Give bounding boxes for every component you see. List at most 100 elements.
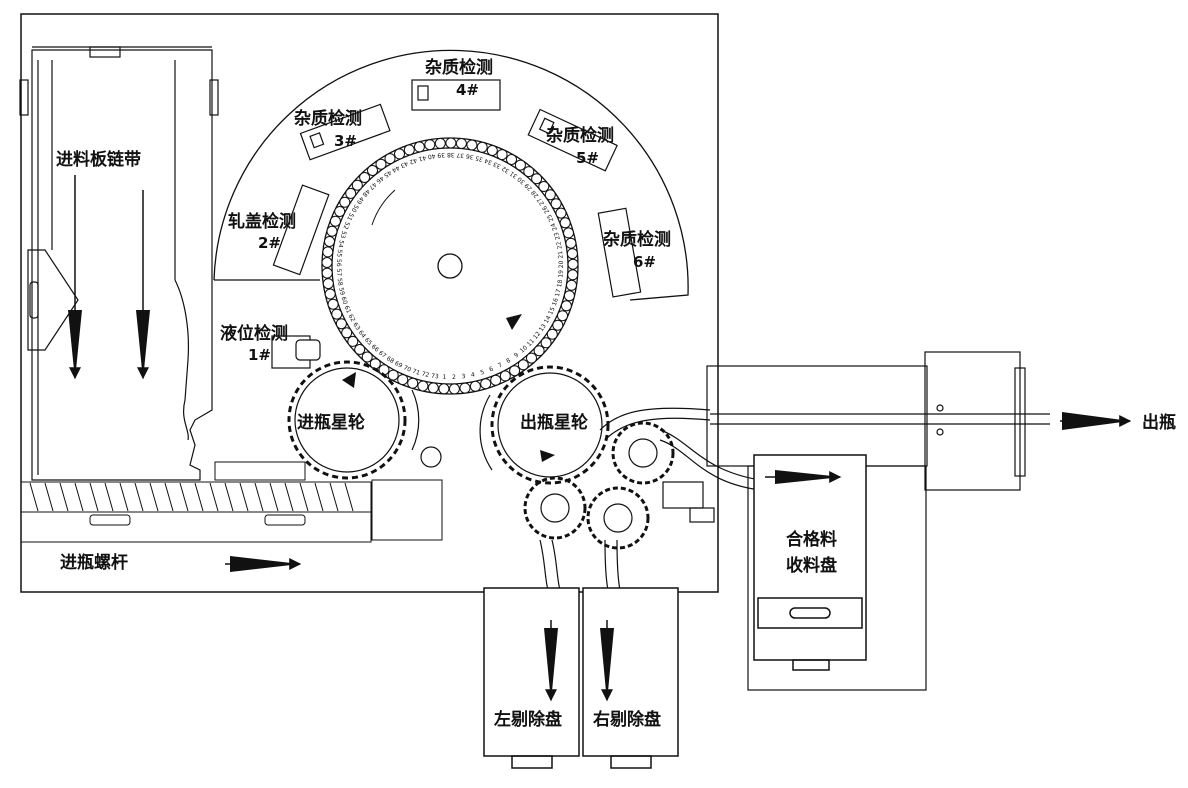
turret-pocket <box>566 248 578 260</box>
turret-pocket-number: 43 <box>399 160 409 170</box>
infeed-screw <box>20 461 443 543</box>
turret-pocket-number: 52 <box>341 221 350 231</box>
turret-pocket-number: 64 <box>357 329 367 339</box>
turret-pocket-number: 62 <box>347 313 357 323</box>
turret-pocket <box>403 144 415 156</box>
turret-pocket <box>566 279 577 291</box>
turret-pocket <box>560 300 572 312</box>
turret-pocket <box>375 158 387 170</box>
turret-pocket <box>469 380 481 392</box>
turret-pocket <box>347 335 359 347</box>
turret-pocket-number: 9 <box>513 351 520 359</box>
turret-pocket-number: 16 <box>551 297 560 307</box>
turret-pocket <box>351 179 363 191</box>
turret-pocket <box>448 383 460 395</box>
turret-pocket-number: 54 <box>336 239 344 248</box>
turret-pocket-number: 21 <box>557 250 565 258</box>
turret-pocket <box>459 382 471 394</box>
turret-pocket <box>413 141 425 153</box>
turret-pocket <box>407 377 419 389</box>
turret-pocket <box>565 237 577 249</box>
turret-pocket-number: 36 <box>465 152 474 160</box>
turret-pocket <box>538 181 550 192</box>
turret-pocket-number: 37 <box>456 151 464 159</box>
turret-pocket <box>345 187 357 199</box>
turret-pocket <box>359 172 371 183</box>
outfeed-star-label: 出瓶星轮 <box>520 412 588 433</box>
turret-pocket-number: 60 <box>340 296 349 306</box>
turret-pocket-number: 63 <box>351 321 361 331</box>
turret-pocket-number: 8 <box>505 357 512 365</box>
turret-pocket-number: 51 <box>345 212 355 222</box>
right-reject-tray <box>582 587 679 769</box>
turret-pocket-number: 72 <box>421 371 430 380</box>
station-1-number: 1# <box>248 346 271 364</box>
turret-pocket <box>354 344 366 355</box>
qualified-tray <box>753 454 867 671</box>
turret-pocket <box>476 141 488 153</box>
turret-pocket <box>552 319 564 331</box>
turret-pocket-number: 30 <box>516 175 526 185</box>
turret-pocket <box>517 359 529 371</box>
turret-pocket <box>544 189 556 201</box>
qualified-tray-label-2: 收料盘 <box>786 555 837 576</box>
turret-pocket-number: 18 <box>556 279 564 288</box>
infeed-chain-label: 进料板链带 <box>56 149 141 170</box>
transfer-star-wheels <box>523 421 715 550</box>
turret-pocket <box>331 308 343 320</box>
turret-pocket <box>466 139 478 151</box>
infeed-star-rotation-arrow <box>342 372 356 388</box>
turret-pocket <box>567 269 579 281</box>
infeed-screw-label: 进瓶螺杆 <box>60 552 128 573</box>
camera-boxes <box>271 79 642 369</box>
turret-pocket-number: 46 <box>374 174 384 184</box>
turret-pocket-number: 38 <box>447 151 455 158</box>
turret-pocket <box>486 145 498 156</box>
turret-pocket-number: 67 <box>377 349 387 359</box>
turret-rotation-arrow <box>506 314 522 330</box>
turret-pocket-number: 11 <box>526 338 536 348</box>
turret-pocket-number: 48 <box>361 188 371 198</box>
turret-pocket-number: 26 <box>541 204 551 214</box>
infeed-chain-conveyor <box>19 46 219 481</box>
turret-pocket <box>321 267 333 279</box>
turret-pocket <box>526 352 537 364</box>
turret-pocket-number: 3 <box>461 373 466 380</box>
turret-pocket-number: 14 <box>543 314 553 324</box>
turret-pocket-number: 29 <box>523 182 533 192</box>
flow-arrow-heads <box>68 310 1130 702</box>
turret-pocket <box>490 374 502 386</box>
turret-pocket <box>322 278 334 290</box>
station-4-name: 杂质检测 <box>425 57 493 78</box>
turret-pocket-number: 31 <box>509 169 519 179</box>
turret-pocket-number: 1 <box>442 374 446 381</box>
outfeed-label: 出瓶 <box>1142 412 1176 433</box>
station-4-number: 4# <box>456 81 479 99</box>
turret-pocket-number: 73 <box>431 373 440 381</box>
turret-pocket <box>324 288 336 300</box>
guide-rails <box>539 407 761 591</box>
turret-pocket-number: 45 <box>382 169 392 179</box>
qualified-tray-label-1: 合格料 <box>786 529 837 550</box>
turret-pocket-number: 70 <box>402 364 412 373</box>
turret-pocket <box>445 137 457 149</box>
turret-pocket <box>514 159 526 171</box>
turret-pocket-number: 7 <box>497 361 504 369</box>
turret-pocket <box>455 138 467 149</box>
station-2-name: 轧盖检测 <box>228 211 296 232</box>
station-6-number: 6# <box>633 253 656 271</box>
station-5-number: 5# <box>576 149 599 167</box>
turret-pocket-number: 58 <box>336 278 344 287</box>
turret-pocket <box>563 290 575 302</box>
turret-pocket-number: 56 <box>335 259 342 267</box>
infeed-star-wheel <box>287 360 442 480</box>
turret-pocket-number: 17 <box>554 288 563 297</box>
turret-pocket <box>509 365 521 377</box>
outfeed-star-rotation-arrow <box>540 450 555 462</box>
turret-pocket-number: 12 <box>532 330 542 340</box>
turret-pocket <box>361 351 373 363</box>
turret-pocket <box>341 327 353 339</box>
turret-pocket <box>567 258 579 270</box>
